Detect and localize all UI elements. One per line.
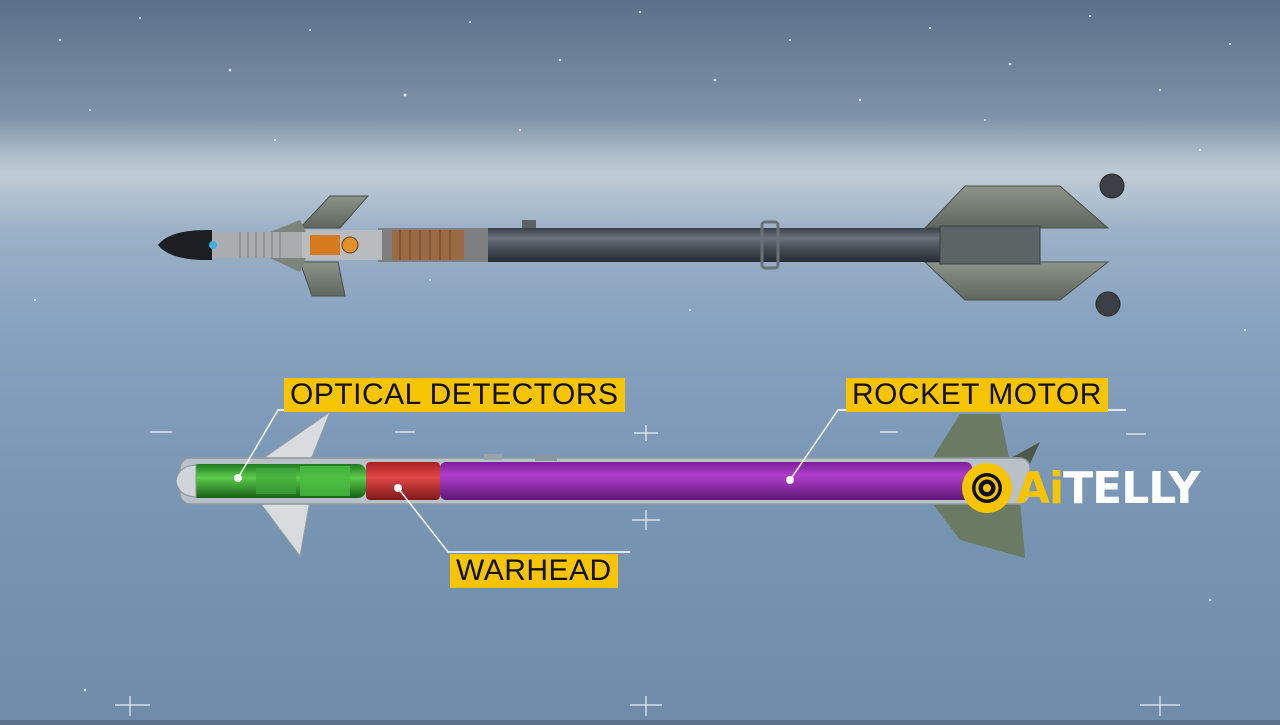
target-eye-icon [962,463,1012,513]
rocket-motor-label: ROCKET MOTOR [846,378,1108,412]
missile-exterior [158,173,1125,317]
missile-cutaway [175,410,1040,558]
brand-logo: Ai TELLY [962,458,1200,518]
optical-detectors-label: OPTICAL DETECTORS [284,378,625,412]
brand-name-text: TELLY [1063,462,1200,514]
stars [34,11,1246,692]
crosshairs [115,425,1180,716]
leader-dots [234,474,794,492]
warhead-label: WARHEAD [450,554,618,588]
brand-ai-text: Ai [1016,462,1064,514]
